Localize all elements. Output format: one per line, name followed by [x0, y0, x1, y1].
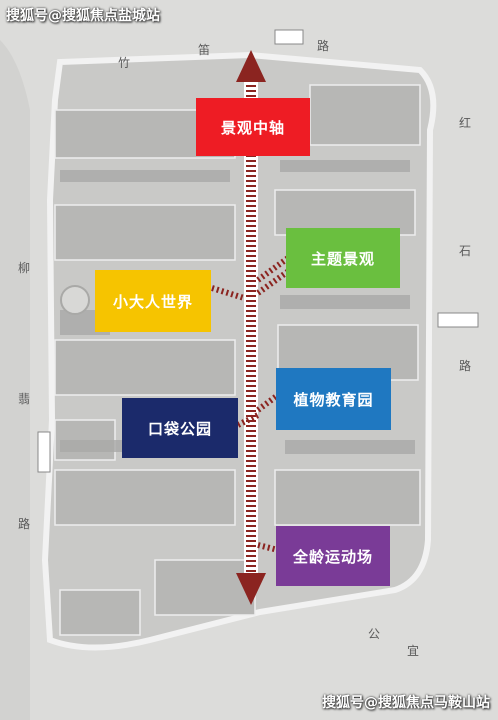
- watermark-top: 搜狐号@搜狐焦点盐城站: [6, 8, 160, 24]
- label-theme-landscape: 主题景观: [286, 228, 400, 288]
- watermark-bottom: 搜狐号@搜狐焦点马鞍山站: [322, 695, 490, 711]
- label-plant-education: 植物教育园: [276, 368, 391, 430]
- label-pocket-park: 口袋公园: [122, 398, 238, 458]
- axis-arrow-bottom-icon: [236, 573, 266, 605]
- axis-arrow-top-icon: [236, 50, 266, 82]
- branch-paths: [211, 255, 292, 553]
- label-all-age-sports: 全龄运动场: [276, 526, 390, 586]
- label-kids-world: 小大人世界: [95, 270, 211, 332]
- label-central-axis: 景观中轴: [196, 98, 310, 156]
